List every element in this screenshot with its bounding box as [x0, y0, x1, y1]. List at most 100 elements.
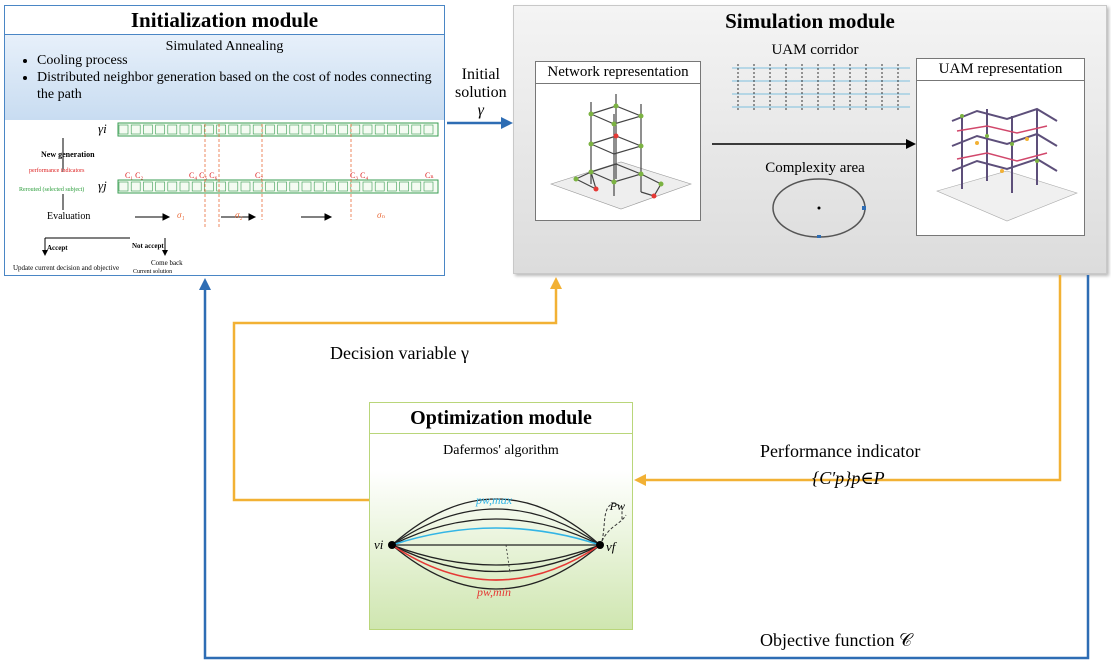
performance-indicators-label: performance indicators	[29, 167, 85, 174]
solution-cell	[326, 124, 336, 135]
svg-text:C₁ C₂: C₁ C₂	[125, 171, 143, 180]
solution-cell	[228, 124, 239, 135]
uam-corridor-grid	[732, 64, 910, 112]
solution-cell	[167, 124, 178, 135]
solution-cell	[326, 181, 336, 192]
decision-variable-arrow	[232, 288, 558, 502]
solution-cell	[301, 124, 312, 135]
bullet-cooling-process: Cooling process	[37, 52, 444, 69]
simulation-module: Simulation module Network representation	[513, 5, 1107, 274]
solution-cell	[362, 181, 373, 192]
update-decision-label: Update current decision and objective	[13, 264, 119, 272]
network-representation-title: Network representation	[536, 62, 700, 84]
svg-text:C₄ C₅ C₆: C₄ C₅ C₆	[189, 171, 218, 180]
dafermos-algorithm-label: Dafermos' algorithm	[443, 443, 559, 458]
uam-corridor-and-complexity: UAM corridor Complexity area	[712, 42, 916, 238]
solution-cell	[338, 124, 348, 135]
network-3d-plot	[550, 94, 692, 210]
simulated-annealing-label: Simulated Annealing	[165, 39, 284, 54]
evaluation-label: Evaluation	[47, 211, 90, 222]
svg-text:σₙ: σₙ	[377, 210, 385, 220]
solution-cell	[411, 124, 422, 135]
solution-cell	[191, 124, 202, 135]
solution-cell	[277, 124, 287, 135]
annealing-schematic: γi γj New generation performance indicat…	[13, 121, 439, 275]
solution-cell	[130, 124, 141, 135]
solution-cell	[387, 181, 397, 192]
vf-label: vf	[606, 539, 618, 554]
svg-text:σ₁: σ₁	[177, 210, 185, 220]
solution-cell	[387, 124, 397, 135]
solution-cell	[313, 181, 324, 192]
solution-cell	[301, 181, 312, 192]
initial-solution-label: Initial solution γ	[455, 66, 507, 119]
vi-node	[388, 541, 396, 549]
solution-cells	[118, 124, 434, 192]
dafermos-path-diagram: vi vf Pw pw,max pw,min	[374, 493, 627, 599]
performance-indicator-label: Performance indicator	[760, 441, 921, 461]
solution-cell	[289, 124, 300, 135]
solution-cell	[204, 124, 214, 135]
bullet-neighbor-generation: Distributed neighbor generation based on…	[37, 69, 444, 103]
solution-cell	[313, 124, 324, 135]
performance-indicator-formula: {C′p}p∈P	[812, 468, 885, 488]
solution-cell	[167, 181, 178, 192]
uam-corridor-label: UAM corridor	[771, 42, 858, 58]
dashed-markers	[204, 124, 352, 228]
optimization-module-title: Optimization module	[370, 403, 632, 434]
solution-cell	[289, 181, 300, 192]
solution-cell	[338, 181, 348, 192]
rerouted-label: Rerouted (selected subject)	[19, 186, 84, 193]
solution-cell	[155, 181, 165, 192]
solution-cell	[240, 181, 251, 192]
solution-cell	[411, 181, 422, 192]
solution-cell	[228, 181, 239, 192]
initialization-module-description: Simulated Annealing Cooling process Dist…	[5, 35, 444, 120]
complexity-area-label: Complexity area	[765, 160, 865, 176]
solution-cell	[216, 181, 226, 192]
accept-label: Accept	[47, 244, 68, 252]
solution-cell	[265, 124, 275, 135]
decision-variable-label: Decision variable γ	[330, 343, 469, 363]
svg-text:Cₙ: Cₙ	[425, 171, 434, 180]
solution-cell	[143, 124, 153, 135]
solution-cell	[240, 124, 251, 135]
solution-cell	[374, 181, 385, 192]
bullet-list: Cooling process Distributed neighbor gen…	[15, 52, 444, 103]
pw-label: Pw	[609, 499, 625, 513]
svg-text:C₃ C₄: C₃ C₄	[350, 171, 368, 180]
svg-text:C₇: C₇	[255, 171, 263, 180]
solution-cell	[216, 124, 226, 135]
gamma-j-label: γj	[98, 178, 107, 193]
solution-cell	[179, 124, 190, 135]
solution-cell	[204, 181, 214, 192]
solution-cell	[399, 124, 409, 135]
solution-cell	[179, 181, 190, 192]
solution-cell	[155, 124, 165, 135]
pw-max-label: pw,max	[475, 493, 513, 507]
performance-indicator-arrow	[645, 275, 1062, 482]
initialization-module-title: Initialization module	[5, 6, 444, 35]
simulation-module-title: Simulation module	[725, 9, 895, 33]
solution-cell	[362, 124, 373, 135]
candidate-paths	[391, 498, 601, 590]
not-accept-label: Not accept	[132, 242, 164, 250]
solution-cell	[118, 181, 129, 192]
solution-cell	[130, 181, 141, 192]
solution-cell	[143, 181, 153, 192]
gamma-i-label: γi	[98, 121, 107, 136]
solution-cell	[265, 181, 275, 192]
pw-min-label: pw,min	[476, 585, 511, 599]
solution-row-i	[117, 122, 439, 137]
objective-function-arrow	[203, 275, 1090, 660]
initialization-module: Initialization module Simulated Annealin…	[4, 5, 445, 276]
min-path	[391, 544, 601, 581]
solution-cell	[374, 124, 385, 135]
new-generation-label: New generation	[41, 150, 95, 159]
come-back-label: Come back	[151, 259, 183, 267]
max-path	[391, 527, 601, 546]
optimization-module: Optimization module Dafermos' algorithm …	[369, 402, 633, 630]
objective-function-label: Objective function 𝒞	[760, 630, 913, 650]
